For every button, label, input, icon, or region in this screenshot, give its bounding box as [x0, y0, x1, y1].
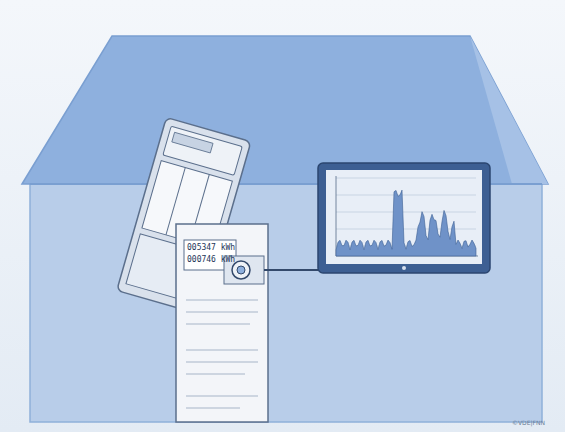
meter-reading: 000746 kWh — [187, 255, 235, 265]
watermark: ©VDE|FNN — [512, 419, 545, 426]
meter-reading: 005347 kWh — [187, 243, 235, 253]
